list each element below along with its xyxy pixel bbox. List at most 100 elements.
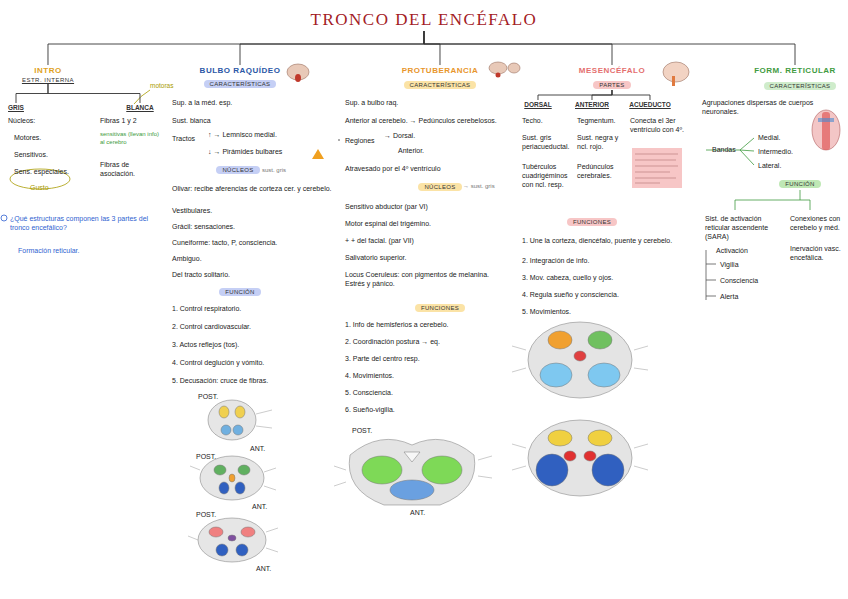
title-box: TRONCO DEL ENCÉFALO [311, 10, 538, 30]
bulbo-sections [188, 400, 278, 562]
node-text: INTRO [22, 66, 74, 75]
column-header: DORSAL [524, 101, 551, 108]
note-text: + + del facial. (par VII) [345, 236, 414, 245]
note-text: Anterior al cerebelo. → Pedúnculos cereb… [345, 116, 497, 125]
brain-icons [287, 62, 840, 150]
tree-connector [424, 31, 612, 65]
note-text: Vestibulares. [172, 206, 212, 215]
column-header: ACUEDUCTO [629, 101, 670, 108]
node-text: FUNCIÓN [225, 289, 254, 295]
note-text: Formación reticular. [18, 246, 79, 255]
note-text: 1. Control respiratorio. [172, 304, 241, 313]
note-text: 3. Actos reflejos (tos). [172, 340, 239, 349]
note-text: Salivatorio superior. [345, 253, 406, 262]
note-text: 1. Une la corteza, diencéfalo, puente y … [522, 236, 672, 245]
node-text: DORSAL [524, 101, 551, 108]
note-text: 4. Movimientos. [345, 371, 394, 380]
node-text: ANTERIOR [575, 101, 609, 108]
tree-connector [538, 90, 612, 100]
node-text: ESTR. INTERNA [22, 77, 74, 83]
column-header: GRIS [8, 104, 24, 111]
note-text: Regiones [345, 136, 375, 145]
note-text: Vigilia [720, 260, 739, 269]
section-pill: PARTES [593, 81, 630, 89]
node-text: BULBO RAQUÍDEO [200, 66, 281, 75]
note-text: ANT. [250, 444, 265, 453]
note-text: ↑ → Lemnisco medial. [208, 130, 277, 139]
tree-connector [592, 90, 612, 100]
note-text: Conecta el 3er ventrículo con 4º. [630, 116, 694, 134]
section-pill: CARACTERÍSTICAS [404, 81, 477, 89]
note-text: Núcleos: [8, 116, 35, 125]
note-text: Sup. a bulbo raq. [345, 98, 398, 107]
node-text: GRIS [8, 104, 24, 111]
note-text: Sensitivos. [14, 150, 48, 159]
note-text: Anterior. [398, 146, 424, 155]
branch-header: MESENCÉFALO [579, 66, 645, 75]
column-header: ANTERIOR [575, 101, 609, 108]
mesencefalo-sections [512, 322, 648, 496]
note-text: Atravesado por el 4º ventrículo [345, 164, 441, 173]
note-text: Sist. de activación reticular ascendente… [705, 214, 785, 241]
tree-connector [424, 31, 795, 65]
note-text: Fibras de asociación. [100, 160, 160, 178]
note-text: Medial. [758, 133, 781, 142]
note-text: Fibras 1 y 2 [100, 116, 137, 125]
node-text: CARACTERÍSTICAS [410, 82, 471, 88]
node-text: BLANCA [126, 104, 153, 111]
section-pill: FUNCIÓN [219, 288, 260, 296]
note-text: Lateral. [758, 161, 781, 170]
note-text: Gusto [30, 183, 49, 192]
tree-connector [48, 31, 424, 65]
note-text: Conexiones con cerebelo y méd. [790, 214, 845, 232]
note-text: Tractos [172, 134, 195, 143]
note-text: Sust. negra y ncl. rojo. [577, 133, 629, 151]
note-text: 2. Integración de info. [522, 256, 589, 265]
note-text: Ambiguo. [172, 254, 202, 263]
note-text: Sens. especiales. [14, 167, 69, 176]
note-text: 6. Sueño-vigilia. [345, 405, 395, 414]
section-pill: FUNCIONES [415, 304, 465, 312]
note-text: sust. gris [262, 167, 286, 175]
protuberancia-section [334, 439, 492, 505]
note-text: 5. Consciencia. [345, 388, 393, 397]
node-text: FUNCIÓN [785, 181, 814, 187]
note-text: Sup. a la méd. esp. [172, 98, 232, 107]
note-text: Cuneiforme: tacto, P, consciencia. [172, 238, 277, 247]
note-text: motoras [150, 82, 173, 90]
node-text: NÚCLEOS [424, 184, 455, 190]
node-text: CARACTERÍSTICAS [210, 81, 271, 87]
note-text: Locus Coeruleus: con pigmentos de melani… [345, 270, 510, 288]
branch-header: PROTUBERANCIA [402, 66, 479, 75]
note-text: POST. [198, 392, 218, 401]
note-text: POST. [352, 426, 372, 435]
column-header: BLANCA [126, 104, 153, 111]
note-text: ANT. [256, 564, 271, 573]
node-text: PARTES [599, 82, 624, 88]
note-text: Techo. [522, 116, 543, 125]
node-text: TRONCO DEL ENCÉFALO [311, 10, 538, 30]
note-text: Inervación vasc. encefálica. [790, 244, 845, 262]
note-text: ANT. [410, 508, 425, 517]
section-pill: CARACTERÍSTICAS [204, 80, 277, 88]
tree-connector [48, 84, 140, 103]
note-text: 4. Regula sueño y consciencia. [522, 290, 619, 299]
note-text: 5. Movimientos. [522, 307, 571, 316]
section-pill: CARACTERÍSTICAS [764, 82, 837, 90]
acueducto-note [632, 148, 682, 188]
note-text: sensitivas (llevan info) al cerebro [100, 131, 160, 147]
note-text: Intermedio. [758, 147, 793, 156]
note-text: Bandas [712, 145, 736, 154]
note-text: Motor espinal del trigémino. [345, 219, 431, 228]
branch-header: FORM. RETICULAR [754, 66, 836, 75]
note-text: Grácil: sensaciones. [172, 222, 235, 231]
node-text: CARACTERÍSTICAS [770, 83, 831, 89]
note-text: Sensitivo abductor (par VI) [345, 202, 428, 211]
note-text: Sust. blanca [172, 116, 211, 125]
annotation-marks [1, 90, 810, 300]
note-text: 5. Decusación: cruce de fibras. [172, 376, 268, 385]
note-text: Pedúnculos cerebrales. [577, 162, 629, 180]
node-text: NÚCLEOS [222, 167, 253, 173]
node-text: FORM. RETICULAR [754, 66, 836, 75]
note-text: Motores. [14, 133, 41, 142]
